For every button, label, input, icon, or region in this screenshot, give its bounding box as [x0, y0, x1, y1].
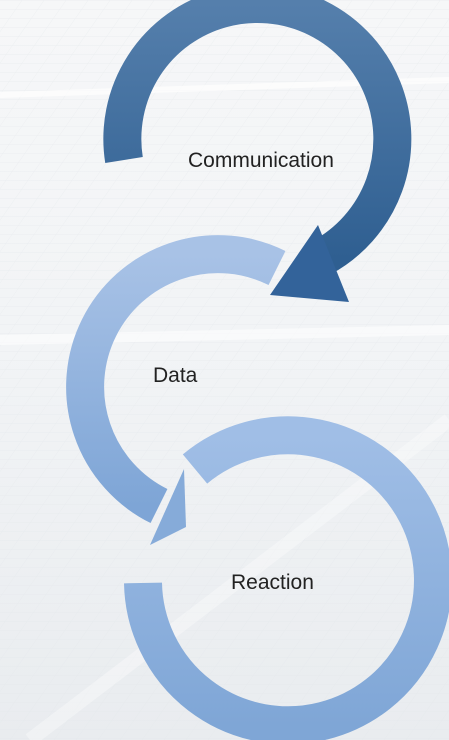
step-label-reaction: Reaction: [231, 571, 314, 594]
communication-arc: [103, 0, 412, 275]
communication-arrow: [103, 0, 412, 302]
reaction-arrow: [124, 416, 449, 740]
communication-arrowhead: [270, 225, 349, 302]
step-label-communication: Communication: [188, 149, 334, 172]
data-arrow: [66, 235, 286, 545]
data-arrowhead: [150, 469, 186, 545]
data-arc: [66, 235, 286, 524]
step-label-data: Data: [153, 364, 198, 387]
reaction-arc: [124, 416, 449, 740]
